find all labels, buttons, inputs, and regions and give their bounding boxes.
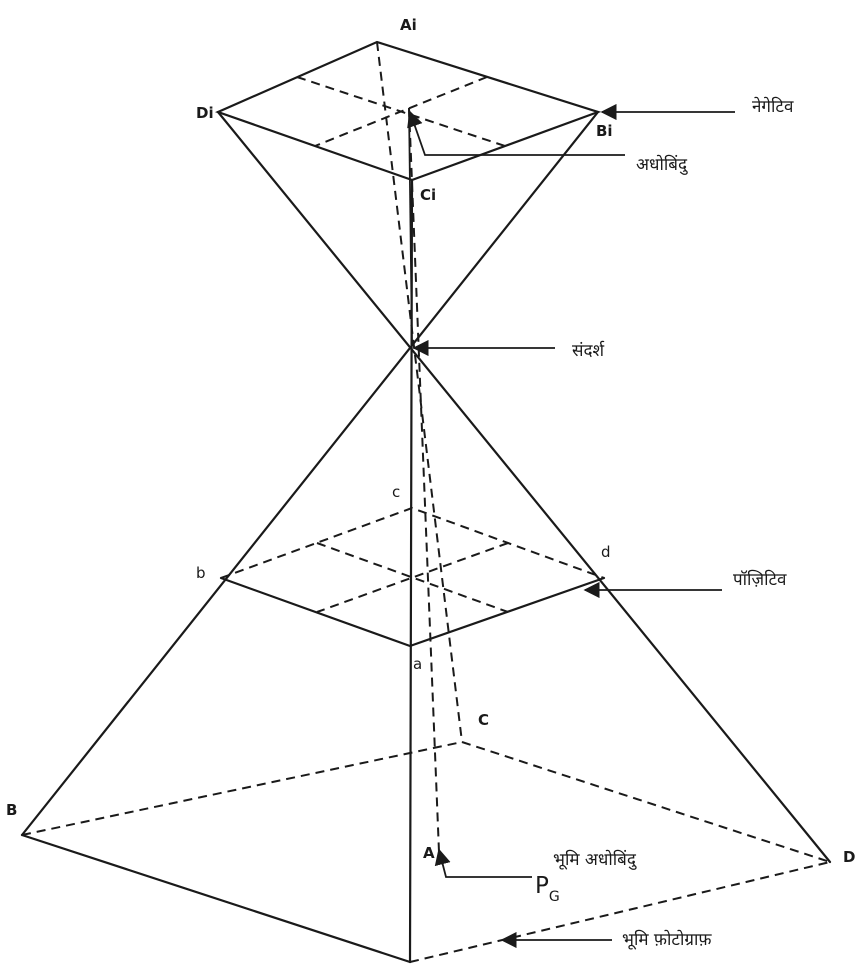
projection-rays [20,41,832,964]
vertex-c-label: c [392,483,400,501]
vertex-d-label: d [601,543,611,561]
nadir-vertical [408,107,440,853]
ground-edge-B-C [21,741,463,836]
ray-Bi-B [20,110,600,837]
label-ground-photograph: भूमि फ़ोटोग्राफ़ [622,929,712,950]
ray-Di-D [216,110,832,864]
vertex-Bi-label: Bi [596,122,613,140]
label-pg: PG [535,873,560,905]
leader-lines [407,103,735,949]
negative-plane [215,40,602,182]
vertex-C-label: C [478,711,489,729]
ray-Ai-C [376,41,463,743]
label-perspective-center: संदर्श [572,340,605,361]
leader-nadir [407,110,625,156]
label-nadir: अधोबिंदु [636,154,688,175]
label-negative: नेगेटिव [752,96,794,117]
nadir-top-segment [408,107,413,346]
nadir-line [408,107,440,853]
vertex-Ai-label: Ai [400,16,417,34]
ground-plane [20,741,831,964]
label-ground-nadir: भूमि अधोबिंदु [553,849,637,870]
vertex-Ci-label: Ci [420,186,436,204]
vertex-Di-label: Di [196,104,214,122]
ground-edge-C-D [461,741,831,863]
ground-edge-A-D [409,861,831,963]
vertex-D-label: D [843,848,855,866]
leader-ground-nadir [434,848,532,878]
ground-edge-B-A [20,833,412,964]
vertex-b-label: b [196,564,206,582]
positive-grid-line [316,542,509,613]
positive-grid-line [316,542,509,613]
vertex-B-label: B [6,801,17,819]
negative-grid-line [296,76,506,147]
vertex-a-label: a [413,655,422,673]
label-positive: पॉज़िटिव [733,569,787,590]
positive-plane [219,506,606,648]
vertex-A-label: A [423,844,435,862]
